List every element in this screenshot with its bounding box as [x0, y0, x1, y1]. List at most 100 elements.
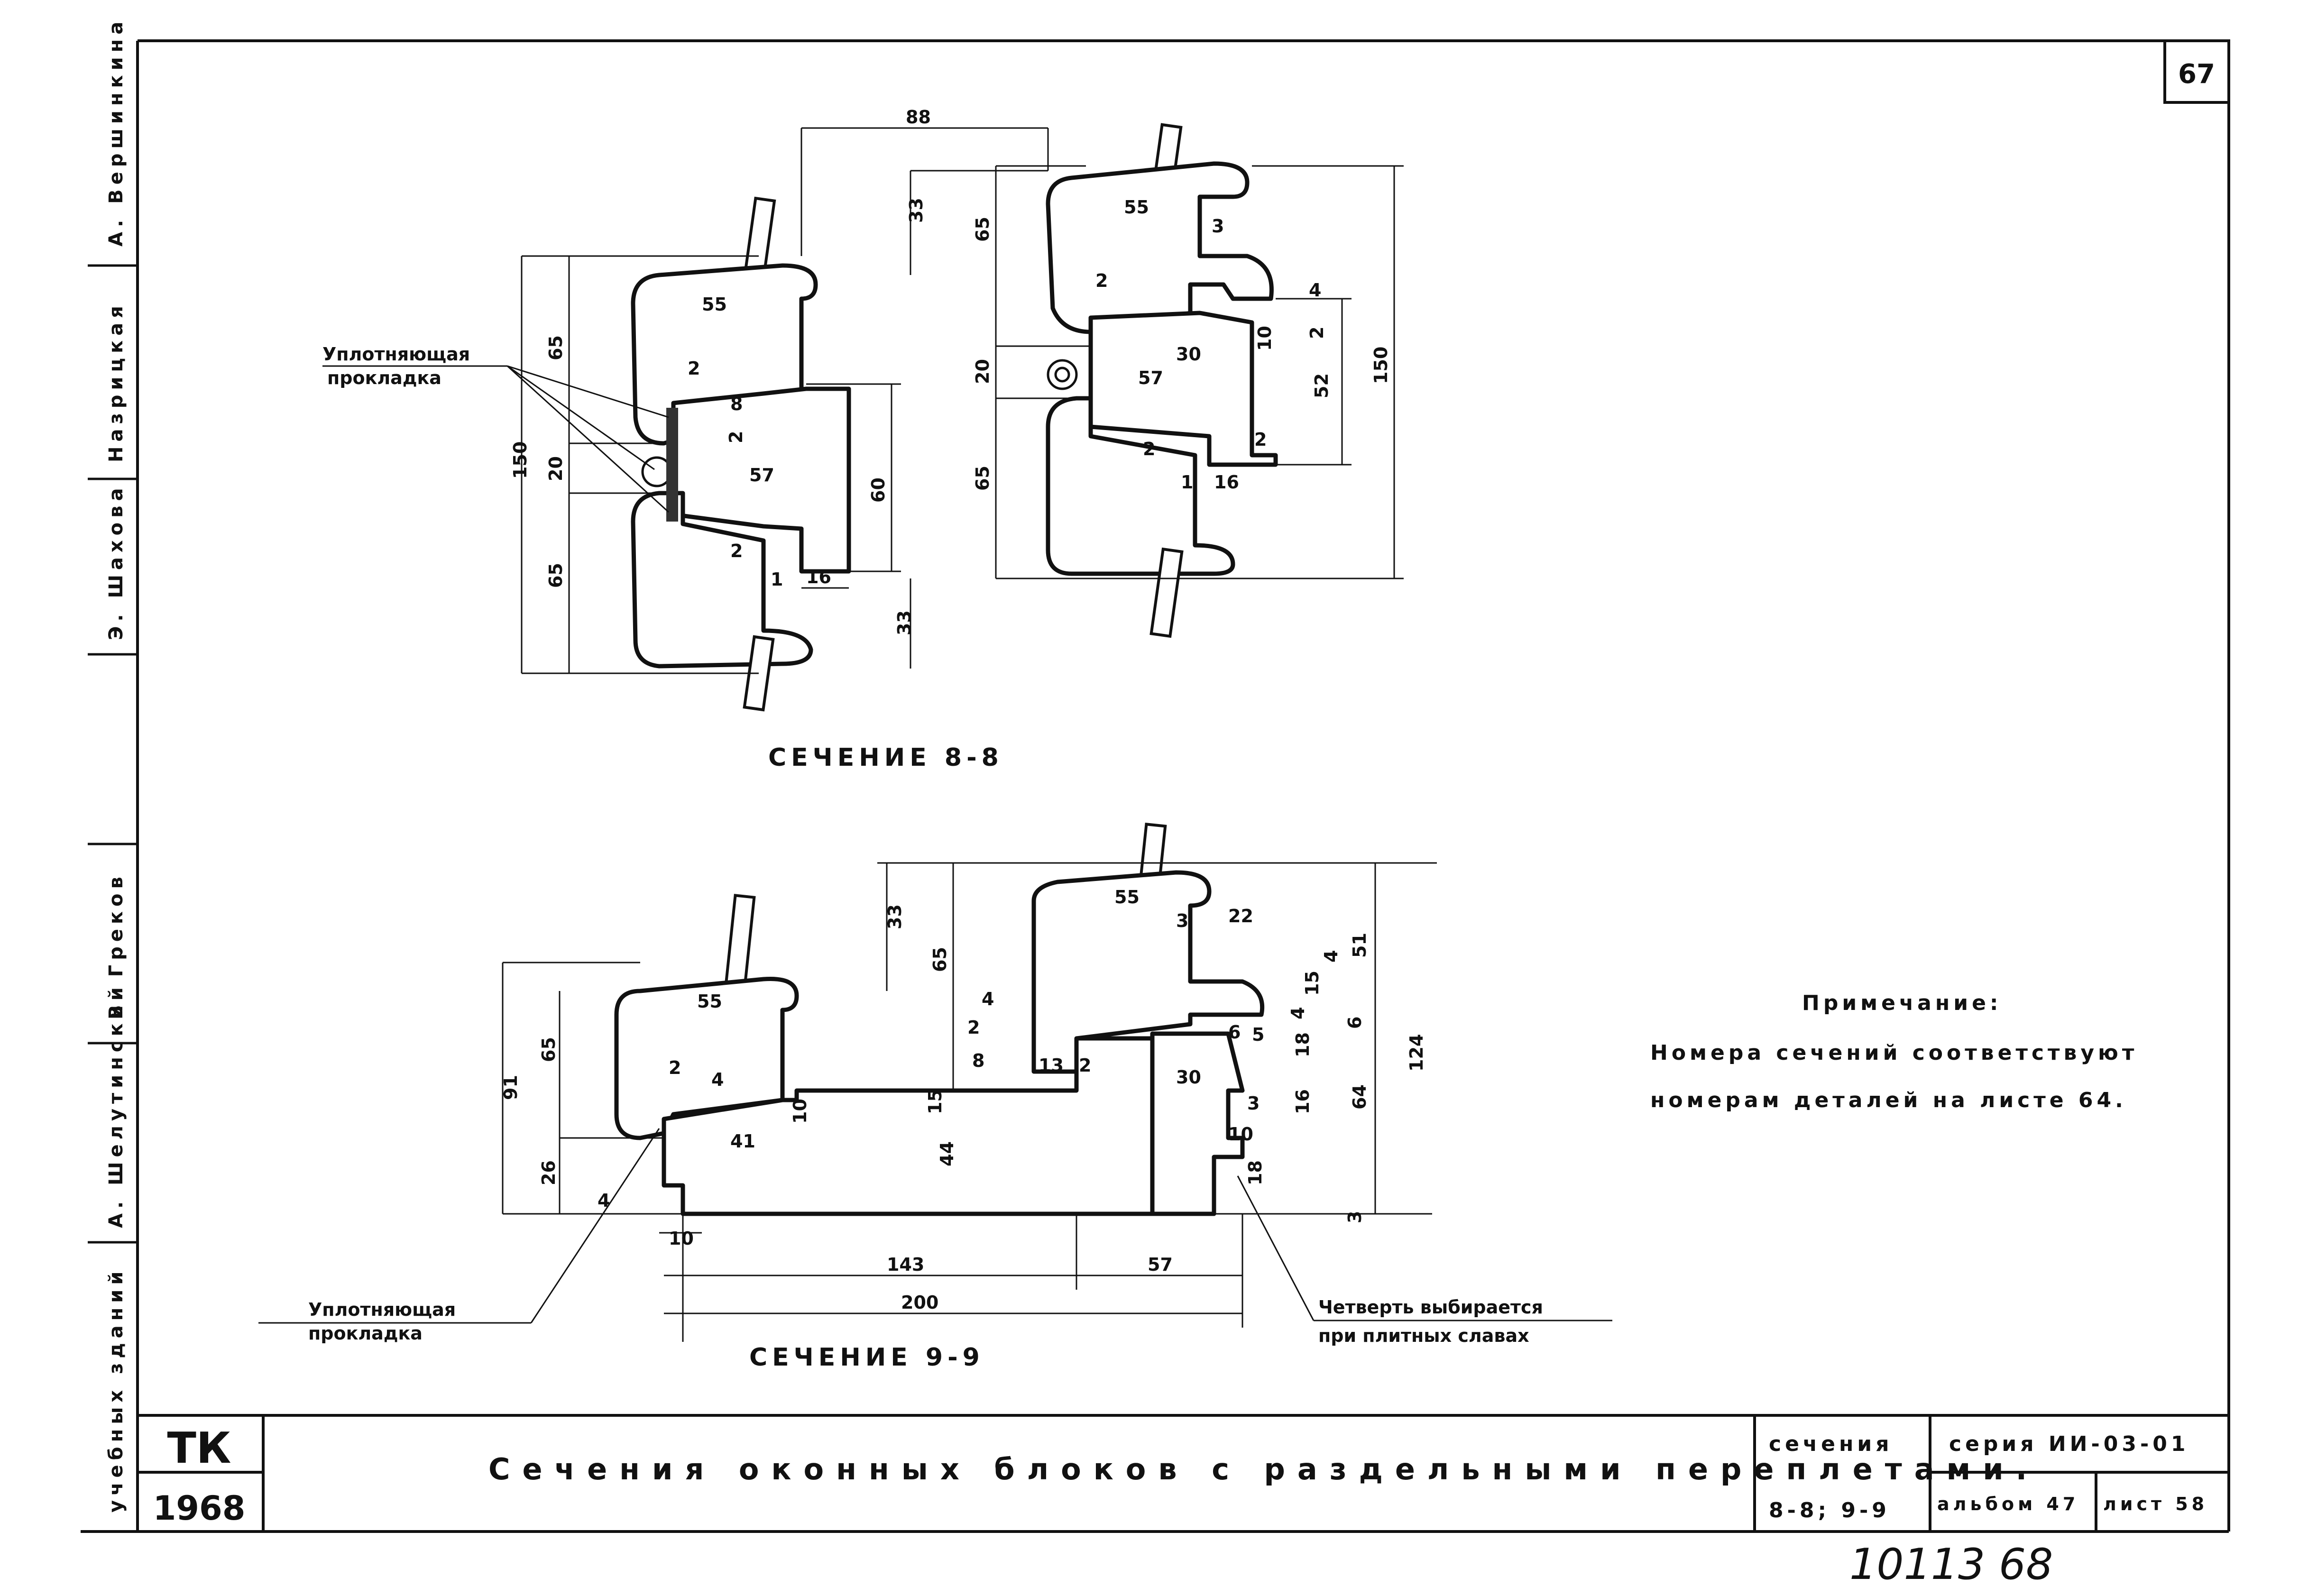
dimension-label: 65 [545, 335, 566, 360]
dimension-label: 4 [1321, 950, 1342, 963]
note-line-1: Номера сечений соответствуют [1650, 1041, 2138, 1065]
note-block: Примечание: Номера сечений соответствуют… [1650, 991, 2138, 1112]
drawing-title: Сечения оконных блоков с раздельными пер… [488, 1452, 2039, 1486]
section-8-seal-label: Уплотняющая прокладка [322, 344, 670, 513]
section-9-drawing [614, 822, 1265, 1216]
dimension-label: 57 [749, 465, 774, 486]
dimension-label: Четверть выбирается [1318, 1297, 1543, 1318]
series-label: серия ИИ-03-01 [1949, 1432, 2189, 1456]
dimension-label: 51 [1349, 933, 1370, 958]
dimension-label: 2 [1254, 429, 1267, 450]
dimension-label: 2 [1095, 270, 1108, 291]
dimension-label: 15 [1302, 971, 1323, 996]
dimension-label: 22 [1228, 906, 1253, 926]
dimension-label: 2 [1306, 327, 1327, 339]
dimension-label: 150 [1370, 347, 1391, 384]
dimension-label: 2 [726, 431, 746, 443]
stamp-name-3: Э. Шахова [105, 484, 127, 640]
dimension-label: 16 [1214, 472, 1239, 493]
dimension-label: 55 [1124, 197, 1149, 218]
dimension-label: 64 [1349, 1084, 1370, 1110]
dimension-label: 200 [901, 1292, 938, 1313]
dimension-label: 2 [688, 358, 700, 379]
dimension-label: 10 [669, 1228, 694, 1249]
dimension-label: 4 [982, 989, 994, 1009]
dimension-label: 88 [906, 107, 931, 128]
dimension-label: 16 [806, 567, 831, 587]
page-number-box [2163, 39, 2230, 104]
album-label: альбом 47 [1937, 1494, 2079, 1514]
dimension-label: 52 [1311, 373, 1332, 398]
dimension-label: 4 [598, 1190, 610, 1211]
dimension-label: 26 [538, 1160, 559, 1185]
stamp-name-6: учебных зданий [105, 1267, 127, 1513]
side-stamp: А. Вершинкина Назрицкая Э. Шахова В. Гре… [88, 17, 138, 1513]
dimension-label: 6 [1228, 1022, 1241, 1043]
dimension-label: 57 [1148, 1254, 1173, 1275]
dimension-label: 2 [1143, 439, 1155, 459]
section-9-labels: Уплотняющая прокладка Четверть выбираетс… [258, 1128, 1612, 1346]
dimension-label: Уплотняющая [322, 344, 470, 365]
dimension-label: 65 [972, 466, 993, 491]
page-number: 67 [2178, 59, 2215, 90]
dimension-label: 8 [730, 394, 743, 414]
sections-label: сечения [1769, 1432, 1893, 1456]
dimension-label: 33 [894, 610, 915, 635]
dimension-label: 15 [925, 1089, 946, 1114]
dimension-label: Уплотняющая [308, 1299, 456, 1320]
dimension-label: 1 [771, 569, 783, 590]
sections-value: 8-8; 9-9 [1769, 1498, 1890, 1523]
dimension-label: 10 [1228, 1124, 1253, 1145]
dimension-label: 20 [545, 456, 566, 481]
stamp-name-2: Назрицкая [105, 301, 127, 462]
dimension-label: 55 [1114, 887, 1140, 908]
org-year: 1968 [153, 1489, 246, 1528]
stamp-name-1: А. Вершинкина [105, 17, 127, 247]
dimension-label: прокладка [308, 1323, 423, 1344]
dimension-label: 124 [1406, 1034, 1427, 1072]
dimension-label: 1 [1181, 472, 1193, 493]
dimension-label: 4 [1309, 280, 1321, 301]
dimension-label: 3 [1212, 216, 1224, 237]
section-9-title: СЕЧЕНИЕ 9-9 [749, 1343, 984, 1372]
dimension-label: 18 [1292, 1032, 1313, 1057]
dimension-label: 55 [697, 991, 722, 1012]
stamp-name-4: В. Греков [105, 872, 127, 1019]
dimension-label: 33 [884, 904, 905, 929]
dimension-label: 150 [510, 441, 531, 479]
dimension-label: 3 [1247, 1093, 1260, 1114]
dimension-label: 18 [1245, 1160, 1266, 1185]
sheet-label: лист 58 [2103, 1494, 2208, 1514]
note-line-2: номерам деталей на листе 64. [1650, 1088, 2127, 1112]
section-8-left-drawing [631, 196, 851, 712]
dimension-label: 41 [730, 1131, 755, 1152]
dimension-label: 2 [1079, 1055, 1091, 1076]
dimension-label: 2 [669, 1057, 681, 1078]
dimension-label: прокладка [327, 367, 441, 388]
section-8-title: СЕЧЕНИЕ 8-8 [768, 743, 1003, 772]
dimension-label: 10 [1254, 326, 1275, 351]
dimension-label: 65 [972, 217, 993, 242]
dimension-label: 57 [1138, 367, 1163, 388]
section-8-left-dimensions: 150 65 20 65 55 2 8 2 57 60 2 1 16 33 [510, 255, 915, 674]
dimension-label: 30 [1176, 344, 1201, 365]
dimension-label: 65 [929, 947, 950, 972]
dimension-label: 8 [972, 1050, 984, 1071]
handwritten-number: 10113 68 [1849, 1540, 2053, 1589]
dimension-label: 65 [538, 1037, 559, 1062]
dimension-label: 4 [711, 1069, 724, 1090]
dimension-label: 2 [730, 541, 743, 561]
dimension-label: при плитных славах [1318, 1325, 1529, 1346]
dimension-label: 13 [1039, 1055, 1064, 1076]
dimension-label: 55 [702, 294, 727, 315]
dimension-label: 44 [937, 1141, 957, 1166]
stamp-name-5: А. Шелутинский [105, 982, 127, 1228]
dimension-label: 91 [500, 1075, 521, 1100]
dimension-label: 5 [1252, 1024, 1264, 1045]
org-code: ТК [167, 1423, 231, 1473]
dimension-label: 3 [1176, 910, 1188, 931]
dimension-label: 3 [1344, 1211, 1365, 1223]
note-heading: Примечание: [1802, 991, 2002, 1015]
section-8-right-dimensions: 88 33 55 3 65 2 4 20 30 10 2 150 52 57 2… [800, 107, 1404, 579]
